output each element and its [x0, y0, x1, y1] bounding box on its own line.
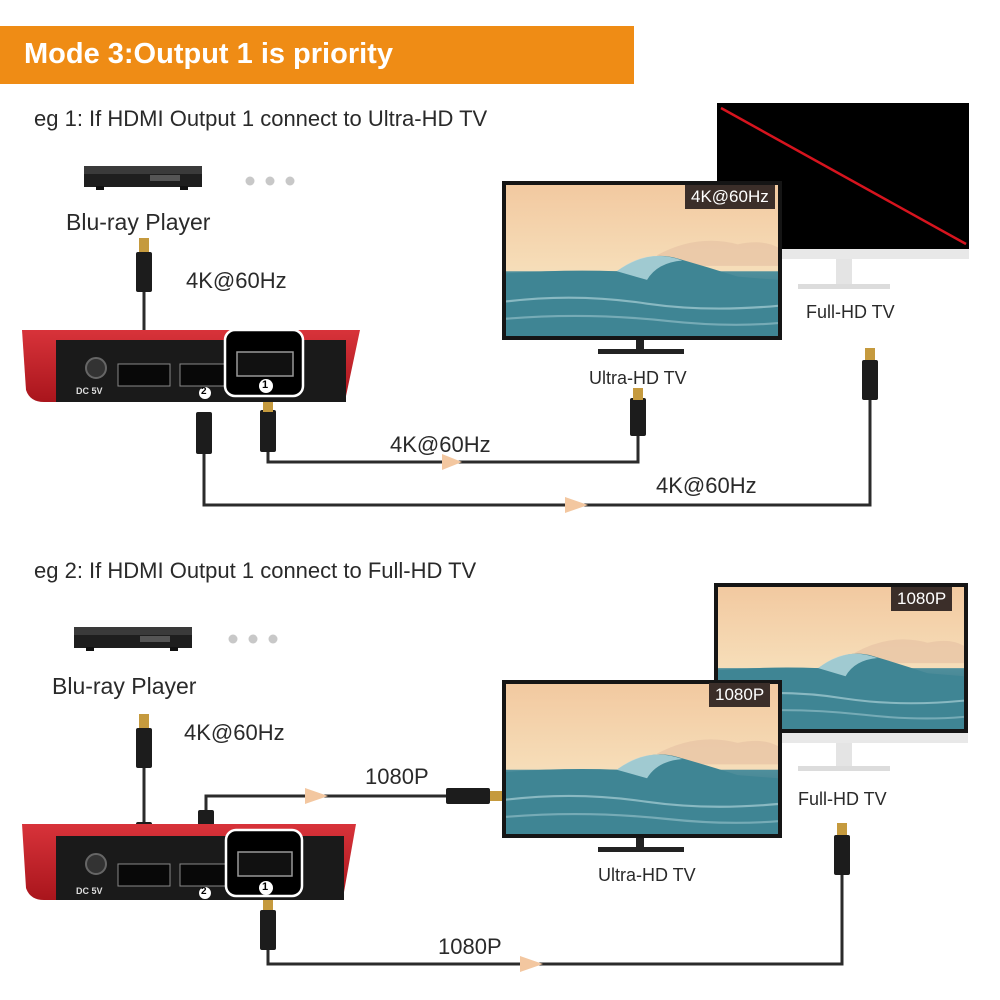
ellipsis-icon — [228, 634, 278, 644]
output1-cable-2 — [266, 875, 844, 966]
input-signal-label-1: 4K@60Hz — [186, 268, 287, 293]
no-signal-icon — [720, 106, 967, 246]
example-2 — [22, 583, 968, 972]
example-2-heading: eg 2: If HDMI Output 1 connect to Full-H… — [34, 558, 477, 583]
ellipsis-icon — [245, 176, 295, 186]
arrow-icon — [565, 497, 588, 513]
output2-signal-label-2: 1080P — [365, 764, 429, 789]
fullhd-tv-label-1: Full-HD TV — [806, 302, 895, 322]
example-1-heading: eg 1: If HDMI Output 1 connect to Ultra-… — [34, 106, 488, 131]
output1-signal-label-2: 1080P — [438, 934, 502, 959]
output2-signal-label-1: 4K@60Hz — [656, 473, 757, 498]
ultrahd-tv-label-2: Ultra-HD TV — [598, 865, 696, 885]
port2-number-1: 2 — [201, 386, 207, 397]
splitter-2 — [22, 824, 356, 900]
arrow-icon — [305, 788, 328, 804]
ultrahd-tv-badge-2: 1080P — [709, 683, 771, 707]
splitter-1 — [22, 328, 360, 402]
bluray-label-1: Blu-ray Player — [66, 209, 211, 235]
fullhd-tv-label-2: Full-HD TV — [798, 789, 887, 809]
ultrahd-tv-badge-1: 4K@60Hz — [685, 185, 775, 209]
bluray-player-2 — [74, 627, 192, 651]
output1-signal-label-1: 4K@60Hz — [390, 432, 491, 457]
fullhd-tv-badge-2: 1080P — [891, 587, 953, 611]
title-banner: Mode 3:Output 1 is priority — [0, 26, 634, 84]
input-signal-label-2: 4K@60Hz — [184, 720, 285, 745]
bluray-label-2: Blu-ray Player — [52, 673, 197, 699]
port1-number-2: 1 — [262, 881, 269, 893]
arrow-icon — [520, 956, 543, 972]
bluray-player-1 — [84, 166, 202, 190]
output2-cable-1 — [202, 400, 872, 507]
ultrahd-tv-label-1: Ultra-HD TV — [589, 368, 687, 388]
port1-number-1: 1 — [262, 379, 269, 391]
example-1 — [22, 103, 969, 513]
arrow-icon — [442, 454, 462, 470]
title: Mode 3:Output 1 is priority — [24, 38, 393, 70]
dc-label-2: DC 5V — [76, 886, 103, 896]
port2-number-2: 2 — [201, 886, 207, 897]
dc-label-1: DC 5V — [76, 386, 103, 396]
